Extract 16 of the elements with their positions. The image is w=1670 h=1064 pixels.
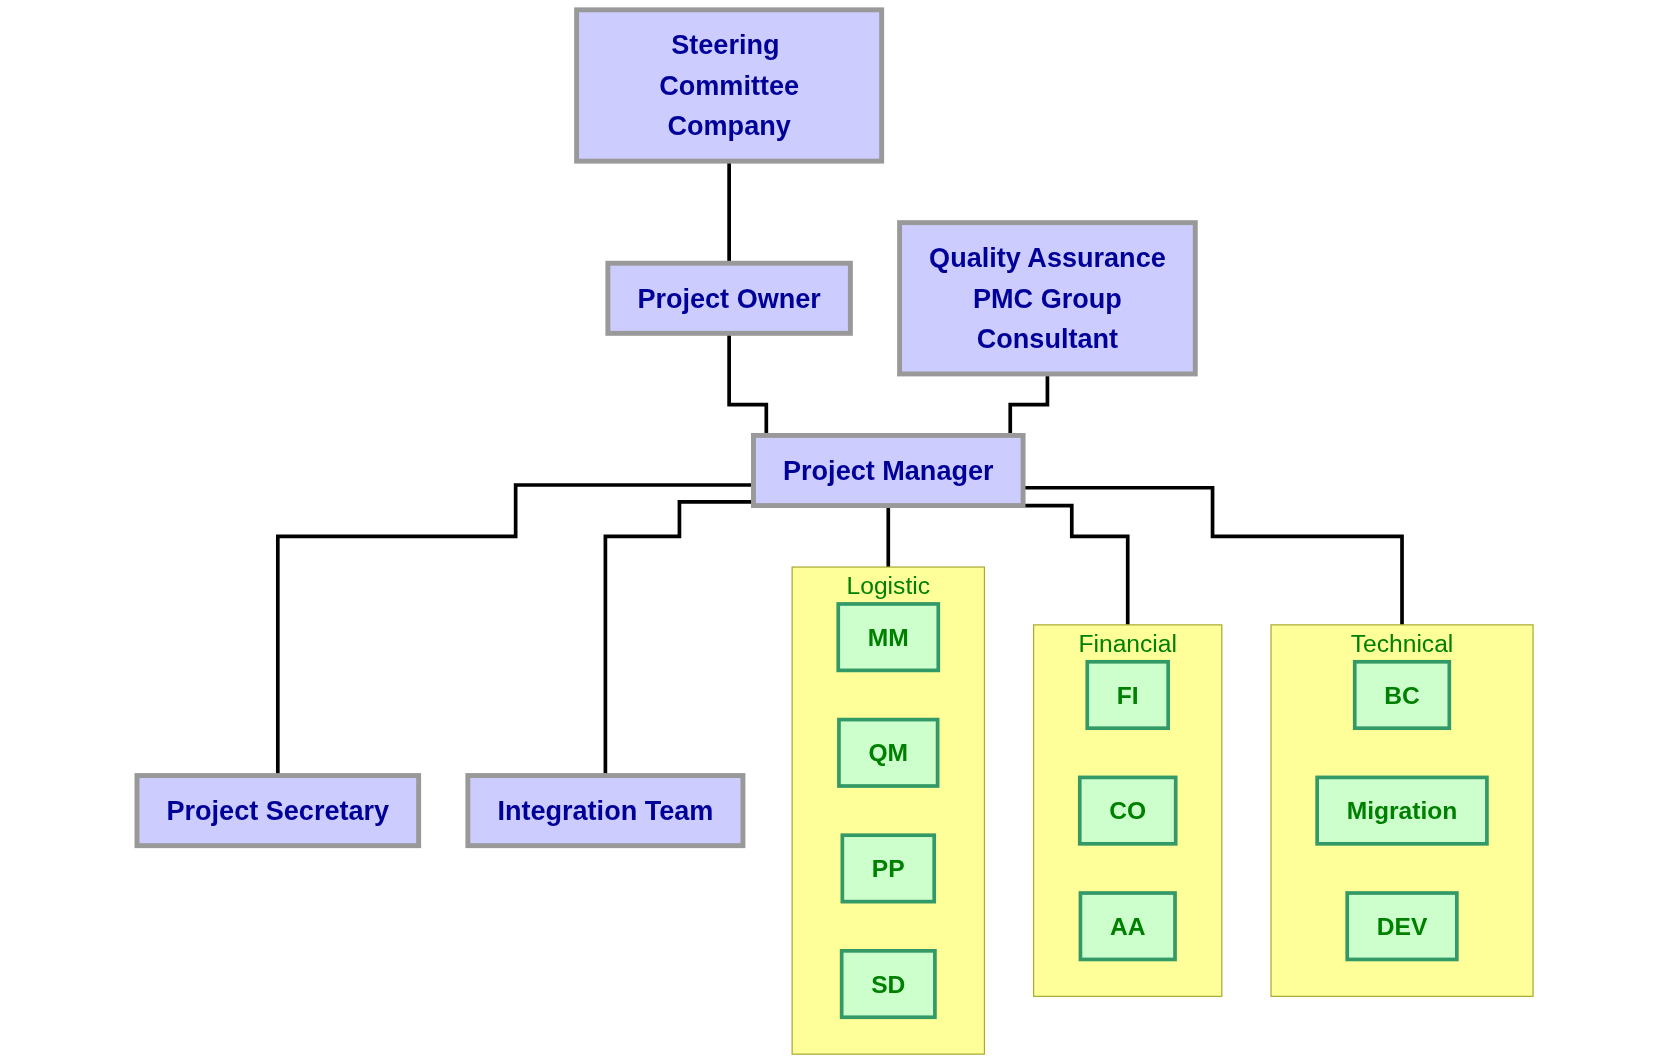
node-box: BC [1352,659,1452,731]
node-box: SD [839,949,937,1020]
node-box: AA [1078,891,1177,962]
node-box: MM [836,602,941,673]
node-box: Quality Assurance PMC Group Consultant [897,220,1198,377]
node-box: Project Owner [605,260,853,336]
node-box: CO [1077,775,1178,846]
node-box: FI [1085,659,1171,731]
node-box: QM [837,717,940,788]
node-box: Steering Committee Company [574,7,885,164]
node-box: Migration [1315,775,1489,846]
node-box: Project Secretary [134,773,422,849]
node-box: PP [840,833,937,904]
node-box: Project Manager [751,433,1026,508]
node-box: DEV [1345,891,1459,962]
node-box: Integration Team [465,773,746,849]
